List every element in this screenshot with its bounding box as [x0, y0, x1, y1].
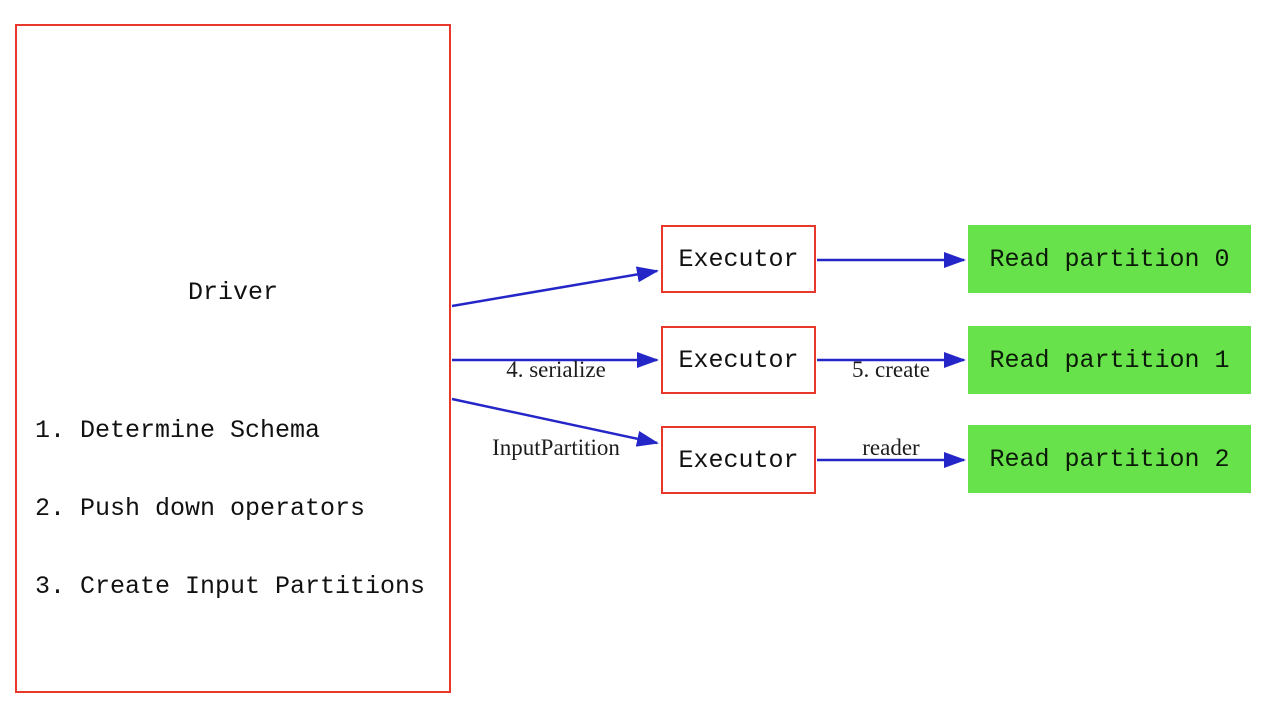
driver-step-3: 3. Create Input Partitions [35, 572, 426, 601]
partition-label-2: Read partition 2 [989, 444, 1230, 474]
edge-label-create-reader: 5. create reader [761, 305, 1021, 513]
partition-box-0: Read partition 0 [968, 225, 1251, 293]
executor-label-1: Executor [678, 345, 799, 375]
edge-label-serialize: 4. serialize InputPartition [426, 305, 686, 513]
arrow-driver-to-executor-0 [451, 266, 659, 308]
edge-label-create-reader-line1: 5. create [852, 357, 930, 382]
partition-box-1: Read partition 1 [968, 326, 1251, 394]
driver-title: Driver [187, 278, 278, 307]
executor-label-2: Executor [678, 445, 799, 475]
driver-steps: 1. Determine Schema 2. Push down operato… [35, 366, 425, 652]
executor-box-2: Executor [661, 426, 816, 494]
executor-box-0: Executor [661, 225, 816, 293]
driver-step-1: 1. Determine Schema [35, 416, 321, 445]
partition-label-0: Read partition 0 [989, 244, 1230, 274]
partition-label-1: Read partition 1 [989, 345, 1230, 375]
executor-label-0: Executor [678, 244, 799, 274]
driver-box: Driver 1. Determine Schema 2. Push down … [15, 24, 451, 693]
edge-label-create-reader-line2: reader [862, 435, 920, 460]
edge-label-serialize-line1: 4. serialize [506, 357, 606, 382]
executor-box-1: Executor [661, 326, 816, 394]
edge-label-serialize-line2: InputPartition [492, 435, 620, 460]
driver-step-2: 2. Push down operators [35, 494, 366, 523]
partition-box-2: Read partition 2 [968, 425, 1251, 493]
